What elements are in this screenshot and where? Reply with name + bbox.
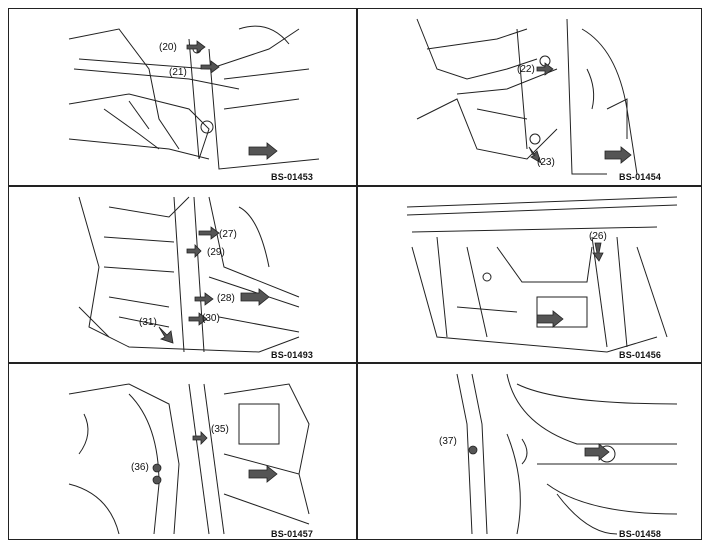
panel-bs-01453: (20) (21) BS-01453 xyxy=(9,9,356,185)
callout-23: (23) xyxy=(537,157,555,168)
callout-26: (26) xyxy=(589,231,607,242)
diagram-sheet: (20) (21) BS-01453 xyxy=(8,8,702,540)
figure-code: BS-01493 xyxy=(271,350,314,360)
panel-bs-01457: (35) (36) BS-01457 xyxy=(9,364,356,541)
callout-22: (22) xyxy=(517,64,535,75)
panel-2-illustration xyxy=(416,18,638,175)
callout-21: (21) xyxy=(169,67,187,78)
panel-1-illustration xyxy=(68,25,320,170)
figure-code: BS-01457 xyxy=(271,529,314,539)
callout-28: (28) xyxy=(217,293,235,304)
panel-3-illustration xyxy=(78,196,300,353)
panel-bs-01458: (37) BS-01458 xyxy=(357,364,703,541)
panel-bs-01456: (26) BS-01456 xyxy=(357,187,703,362)
figure-code: BS-01458 xyxy=(619,529,662,539)
callout-20: (20) xyxy=(159,42,177,53)
callout-29: (29) xyxy=(207,247,225,258)
row-divider-2 xyxy=(9,362,701,364)
panel-bs-01493: (27) (29) (28) (30) (31) BS-01493 xyxy=(9,187,356,362)
panel-bs-01454: (22) (23) BS-01454 xyxy=(357,9,703,185)
callout-31: (31) xyxy=(139,317,157,328)
figure-code: BS-01453 xyxy=(271,172,314,182)
figure-code: BS-01456 xyxy=(619,350,662,360)
callout-36: (36) xyxy=(131,462,149,473)
panel-6-illustration xyxy=(456,373,678,535)
callout-27: (27) xyxy=(219,229,237,240)
column-divider xyxy=(356,9,358,539)
callout-37: (37) xyxy=(439,436,457,447)
panel-5-illustration xyxy=(68,383,310,535)
row-divider-1 xyxy=(9,185,701,187)
callout-35: (35) xyxy=(211,424,229,435)
figure-code: BS-01454 xyxy=(619,172,662,182)
panel-4-illustration xyxy=(406,196,678,353)
callout-30: (30) xyxy=(202,313,220,324)
